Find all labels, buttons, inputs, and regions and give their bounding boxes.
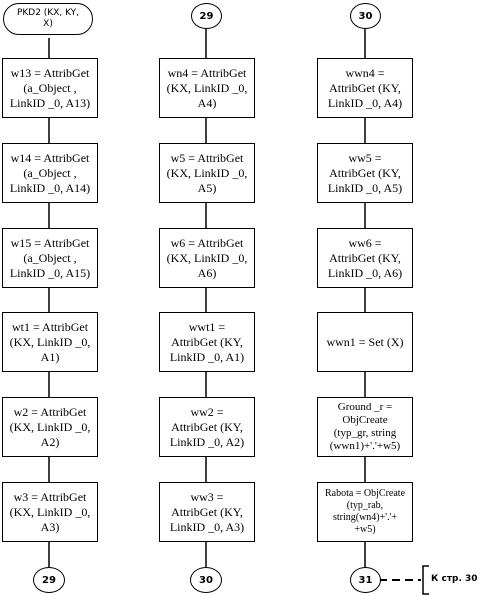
start-terminal: PKD2 (KX, KY, X) bbox=[3, 3, 93, 35]
connector-30-bottom: 30 bbox=[190, 567, 222, 593]
block-wt1: wt1 = AttribGet (KX, LinkID _0, A1) bbox=[2, 312, 98, 372]
page-reference-note: К стр. 30 bbox=[431, 574, 478, 584]
block-w5: w5 = AttribGet (KX, LinkID _0, A5) bbox=[159, 143, 255, 203]
block-ww5: ww5 = AttribGet (KY, LinkID _0, A5) bbox=[317, 143, 413, 203]
block-w3: w3 = AttribGet (KX, LinkID _0, A3) bbox=[2, 482, 98, 542]
block-ww2: ww2 = AttribGet (KY, LinkID _0, A2) bbox=[159, 397, 255, 457]
block-w2: w2 = AttribGet (KX, LinkID _0, A2) bbox=[2, 397, 98, 457]
block-wn4: wn4 = AttribGet (KX, LinkID _0, A4) bbox=[159, 58, 255, 118]
block-rabota: Rabota = ObjCreate (typ_rab, string(wn4)… bbox=[317, 482, 413, 542]
block-w14: w14 = AttribGet (a_Object , LinkID _0, A… bbox=[2, 143, 98, 203]
connector-30-top: 30 bbox=[350, 3, 381, 29]
block-wwn1: wwn1 = Set (X) bbox=[317, 312, 413, 372]
block-wwt1: wwt1 = AttribGet (KY, LinkID _0, A1) bbox=[159, 312, 255, 372]
block-wwn4: wwn4 = AttribGet (KY, LinkID _0, A4) bbox=[317, 58, 413, 118]
connector-31-bottom: 31 bbox=[350, 567, 381, 593]
block-ww6: ww6 = AttribGet (KY, LinkID _0, A6) bbox=[317, 228, 413, 288]
block-w13: w13 = AttribGet (a_Object , LinkID _0, A… bbox=[2, 58, 98, 118]
block-w15: w15 = AttribGet (a_Object , LinkID _0, A… bbox=[2, 228, 98, 288]
connector-29-bottom: 29 bbox=[33, 567, 65, 593]
block-ground-r: Ground _r = ObjCreate (typ_gr, string (w… bbox=[317, 397, 413, 457]
connector-29-top: 29 bbox=[191, 3, 222, 29]
reference-bracket bbox=[422, 565, 429, 595]
block-w6: w6 = AttribGet (KX, LinkID _0, A6) bbox=[159, 228, 255, 288]
block-ww3: ww3 = AttribGet (KY, LinkID _0, A3) bbox=[159, 482, 255, 542]
